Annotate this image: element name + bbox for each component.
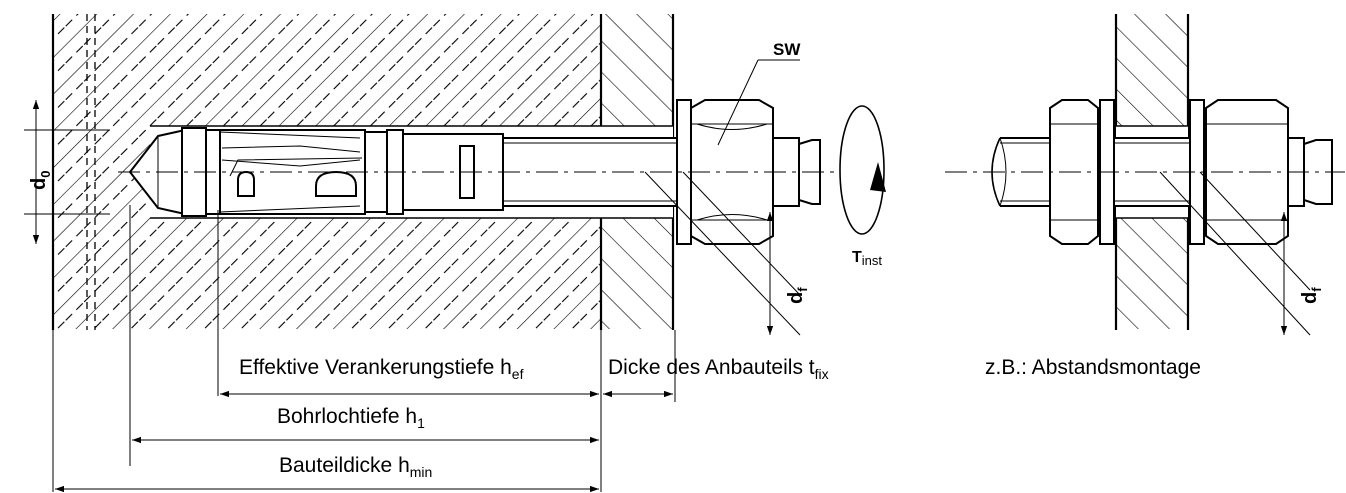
hmin-label: Bauteildicke hmin — [279, 454, 432, 480]
df-label-right: df — [1299, 287, 1324, 304]
h1-label: Bohrlochtiefe h1 — [277, 405, 425, 431]
torque-arrow-icon — [839, 105, 886, 235]
sw-label: SW — [773, 40, 801, 59]
df-label: df — [785, 287, 810, 304]
extension-lines — [52, 205, 676, 492]
df-dimension — [644, 171, 801, 336]
tfix-label: Dicke des Anbauteils tfix — [608, 356, 829, 382]
tinst-label: Tinst — [852, 249, 882, 268]
example-label: z.B.: Abstandsmontage — [985, 356, 1201, 379]
hef-label: Effektive Verankerungstiefe hef — [239, 356, 524, 382]
df-dimension-right — [1159, 171, 1311, 336]
sw-leader — [717, 59, 800, 146]
d0-dimension — [24, 100, 110, 244]
d0-label: d0 — [28, 171, 53, 190]
